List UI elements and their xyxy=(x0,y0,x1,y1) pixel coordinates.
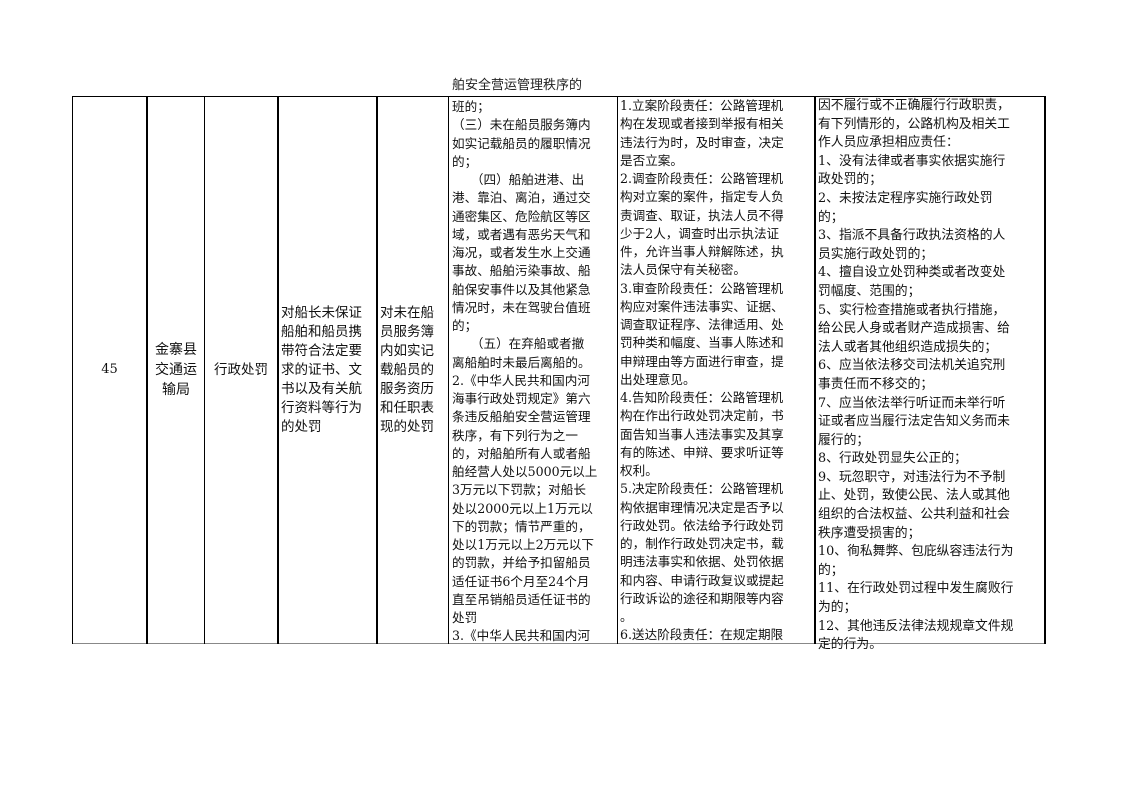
department-text: 金寨县 交通运 输局 xyxy=(155,342,197,398)
col-border-1 xyxy=(146,96,148,644)
category-text: 行政处罚 xyxy=(214,361,268,378)
row-category: 行政处罚 xyxy=(205,97,277,643)
sub-item-text: 对未在船 员服务簿 内如实记 载船员的 服务资历 和任职表 现的处罚 xyxy=(380,304,434,435)
col-border-8 xyxy=(1044,96,1046,644)
liability-text: 因不履行或不正确履行行政职责， 有下列情形的，公路机构及相关工 作人员应承担相应… xyxy=(818,98,1014,653)
row-seq-number: 45 xyxy=(73,97,146,643)
item-name-text: 对船长未保证 船舶和船员携 带符合法定要 求的证书、文 书以及有关航 行资料等行… xyxy=(281,304,362,435)
row-sub-item: 对未在船 员服务簿 内如实记 载船员的 服务资历 和任职表 现的处罚 xyxy=(380,97,448,643)
row-legal-basis: 班的； （三）未在船员服务簿内 如实记载船员的履职情况 的； （四）船舶进港、出… xyxy=(452,98,617,643)
legal-basis-text: 班的； （三）未在船员服务簿内 如实记载船员的履职情况 的； （四）船舶进港、出… xyxy=(452,99,598,644)
table-bottom-border xyxy=(72,643,1046,644)
col-border-0 xyxy=(72,96,73,644)
row-liability: 因不履行或不正确履行行政职责， 有下列情形的，公路机构及相关工 作人员应承担相应… xyxy=(818,97,1044,652)
seq-text: 45 xyxy=(101,361,118,377)
col-border-4 xyxy=(376,96,378,644)
duty-stages-text: 1.立案阶段责任：公路管理机 构在发现或者接到举报有相关 违法行为时，及时审查，… xyxy=(620,98,784,643)
col-border-7 xyxy=(814,96,816,644)
row-department: 金寨县 交通运 输局 xyxy=(148,97,204,643)
col-border-5 xyxy=(448,96,449,644)
table-top-border xyxy=(72,96,1046,97)
col-border-6 xyxy=(617,96,618,644)
basis-clipped-top-line: 舶安全营运管理秩序的 xyxy=(452,78,583,93)
col-border-3 xyxy=(277,96,279,644)
row-duty-stages: 1.立案阶段责任：公路管理机 构在发现或者接到举报有相关 违法行为时，及时审查，… xyxy=(620,97,814,643)
col-border-2 xyxy=(204,96,205,644)
row-item-name: 对船长未保证 船舶和船员携 带符合法定要 求的证书、文 书以及有关航 行资料等行… xyxy=(281,97,376,643)
